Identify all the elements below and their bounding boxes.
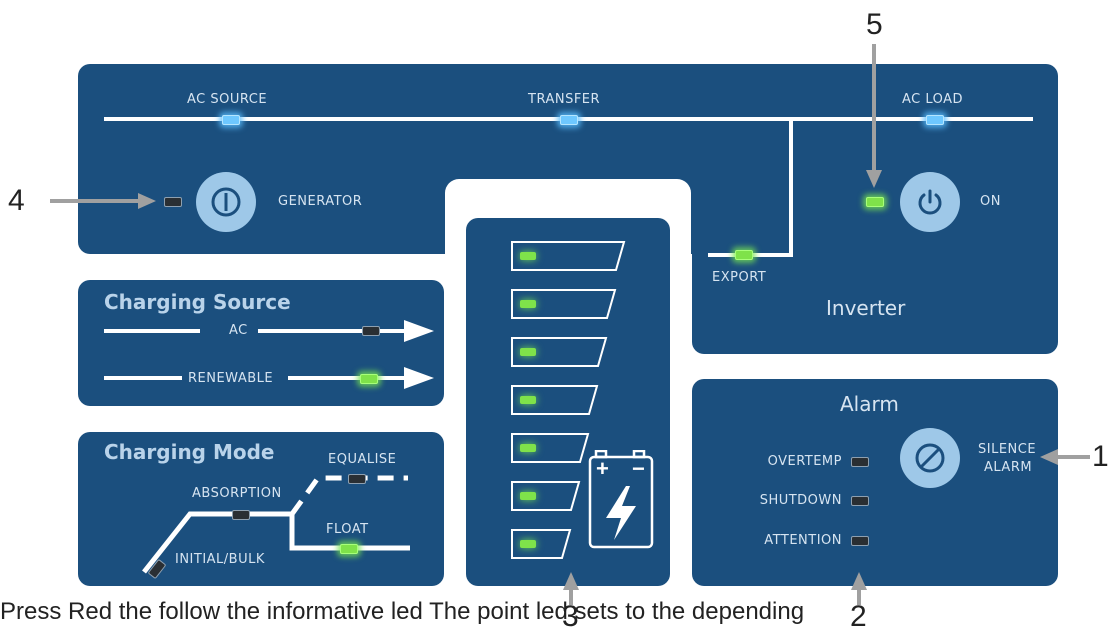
battery-minus-icon: − <box>632 456 645 481</box>
charging-mode-title: Charging Mode <box>104 440 275 464</box>
silence-label-2: ALARM <box>984 460 1033 475</box>
initial-bulk-label: INITIAL/BULK <box>175 552 265 567</box>
charging-source-panel <box>78 280 444 406</box>
callout-1: 1 <box>1092 440 1109 473</box>
float-label: FLOAT <box>326 522 369 537</box>
charging-source-title: Charging Source <box>104 290 291 314</box>
battery-bar-led-3 <box>520 348 536 356</box>
renewable-line-right <box>288 376 410 380</box>
bottom-caption: Press Red the follow the informative led… <box>0 598 805 625</box>
callout-2: 2 <box>850 600 867 633</box>
equalise-label: EQUALISE <box>328 452 397 467</box>
charging-mode-curve <box>142 475 410 574</box>
overtemp-label: OVERTEMP <box>767 454 842 469</box>
callout-4: 4 <box>8 184 25 217</box>
ac-charge-arrow-icon <box>404 320 434 342</box>
float-led <box>340 544 358 554</box>
battery-panel <box>466 218 670 586</box>
renewable-arrow-icon <box>404 367 434 389</box>
inverter-on-label: ON <box>980 194 1001 209</box>
equalise-led <box>348 474 366 484</box>
ac-load-label: AC LOAD <box>902 92 964 107</box>
renewable-label: RENEWABLE <box>188 371 274 386</box>
export-label: EXPORT <box>712 270 767 285</box>
alarm-panel <box>692 379 1058 586</box>
ac-source-led <box>222 115 240 125</box>
inverter-title: Inverter <box>826 296 906 320</box>
shutdown-led <box>851 496 869 506</box>
battery-bar-led-5 <box>520 444 536 452</box>
prohibit-icon <box>915 443 945 473</box>
battery-bar-led-4 <box>520 396 536 404</box>
absorption-led <box>232 510 250 520</box>
battery-bar-1 <box>511 241 626 271</box>
silence-label-1: SILENCE <box>978 442 1037 457</box>
battery-bar-4 <box>511 385 599 415</box>
callout-5: 5 <box>866 8 883 41</box>
attention-led <box>851 536 869 546</box>
battery-bar-3 <box>511 337 608 367</box>
inverter-panel <box>692 200 1058 354</box>
renewable-line-left <box>104 376 182 380</box>
battery-plus-icon: + <box>596 456 609 481</box>
ac-load-led <box>926 115 944 125</box>
ac-source-label: AC SOURCE <box>187 92 268 107</box>
inverter-power-button[interactable] <box>900 172 960 232</box>
alarm-title: Alarm <box>840 392 899 416</box>
transfer-led <box>560 115 578 125</box>
power-toggle-icon <box>211 187 241 217</box>
overtemp-led <box>851 457 869 467</box>
power-icon <box>918 189 942 215</box>
battery-bar-2 <box>511 289 617 319</box>
attention-label: ATTENTION <box>764 533 842 548</box>
generator-led <box>164 197 182 207</box>
charging-mode-panel <box>78 432 444 586</box>
renewable-led <box>360 374 378 384</box>
export-led <box>735 250 753 260</box>
battery-bar-led-6 <box>520 492 536 500</box>
battery-bar-led-7 <box>520 540 536 548</box>
absorption-label: ABSORPTION <box>192 486 282 501</box>
battery-bar-led-2 <box>520 300 536 308</box>
generator-label: GENERATOR <box>278 194 363 209</box>
battery-icon: + − <box>588 449 654 549</box>
ac-charge-label: AC <box>229 323 248 338</box>
inverter-led <box>866 197 884 207</box>
generator-button[interactable] <box>196 172 256 232</box>
ac-charge-line-left <box>104 329 200 333</box>
transfer-label: TRANSFER <box>528 92 601 107</box>
battery-bar-6 <box>511 481 581 511</box>
shutdown-label: SHUTDOWN <box>759 493 842 508</box>
silence-alarm-button[interactable] <box>900 428 960 488</box>
export-line-vertical <box>789 117 793 257</box>
ac-charge-led <box>362 326 380 336</box>
battery-bar-led-1 <box>520 252 536 260</box>
callout-3: 3 <box>562 600 579 633</box>
battery-bar-7 <box>511 529 572 559</box>
battery-bar-5 <box>511 433 590 463</box>
ac-charge-line-right <box>258 329 410 333</box>
